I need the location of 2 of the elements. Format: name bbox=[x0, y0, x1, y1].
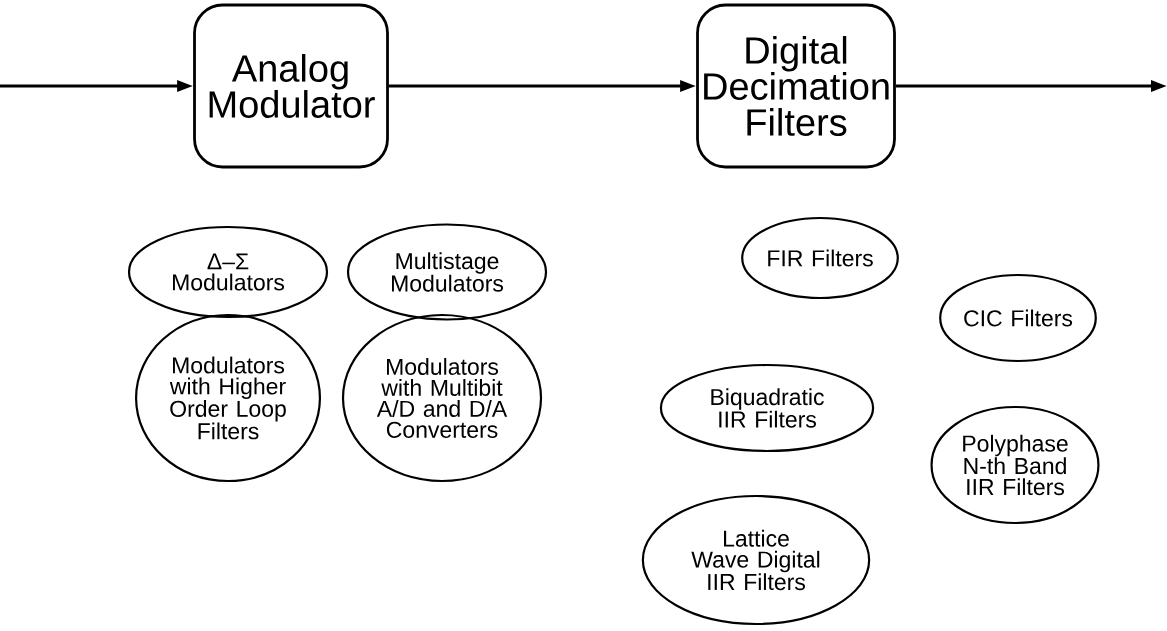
process-box: Digital Decimation Filters bbox=[696, 3, 896, 169]
process-box: Analog Modulator bbox=[193, 3, 389, 169]
